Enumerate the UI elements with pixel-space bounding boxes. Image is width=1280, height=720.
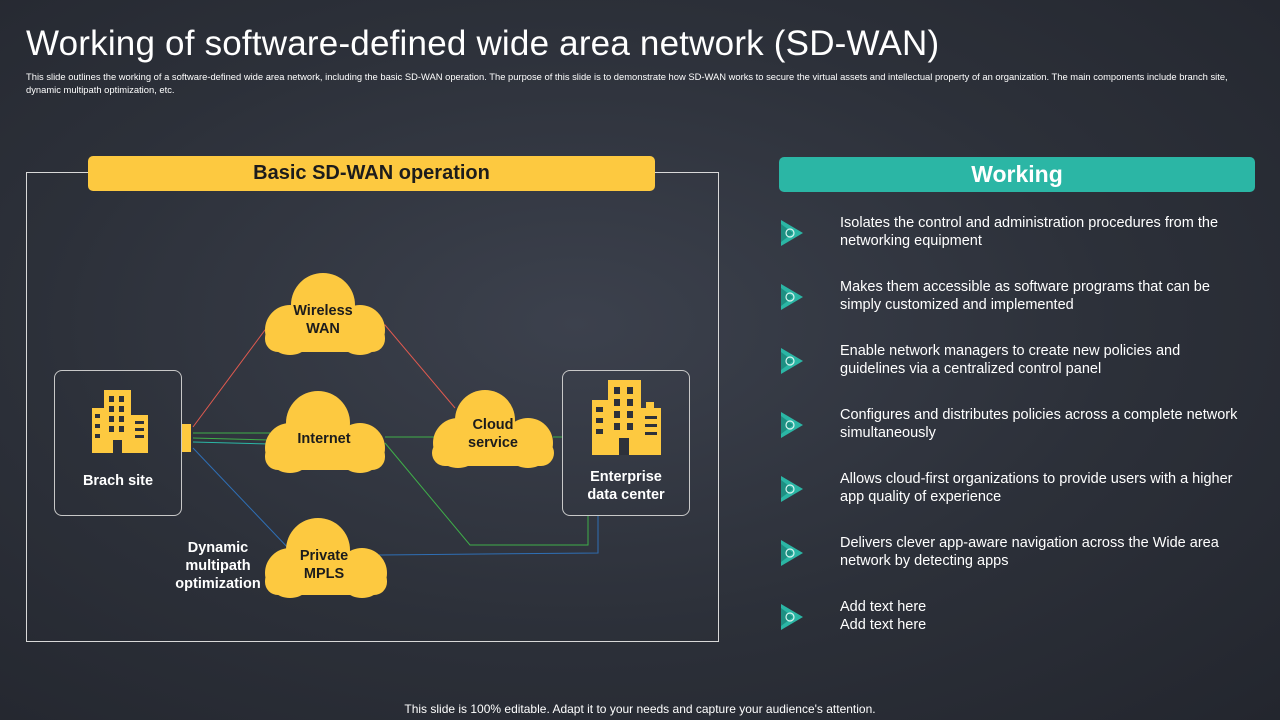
building-icon-enterprise	[592, 380, 661, 455]
cloud-service-label: Cloud service	[468, 417, 518, 451]
working-item: Add text here Add text here	[779, 598, 1255, 638]
link-internet-2	[192, 437, 271, 441]
diagram-header: Basic SD-WAN operation	[88, 156, 655, 191]
enterprise-label: Enterprise data center	[587, 469, 665, 503]
router-port-icon	[181, 424, 191, 452]
working-header: Working	[779, 157, 1255, 192]
play-arrow-icon	[781, 604, 803, 630]
working-item-text: Makes them accessible as software progra…	[840, 279, 1210, 313]
play-arrow-icon	[781, 476, 803, 502]
page-title: Working of software-defined wide area ne…	[26, 24, 940, 63]
wireless-wan-label: Wireless WAN	[293, 303, 353, 337]
working-item: Enable network managers to create new po…	[779, 342, 1255, 382]
working-item: Delivers clever app-aware navigation acr…	[779, 534, 1255, 574]
play-arrow-icon	[781, 412, 803, 438]
working-item: Makes them accessible as software progra…	[779, 278, 1255, 318]
working-item-text: Allows cloud-first organizations to prov…	[840, 471, 1233, 505]
internet-label: Internet	[297, 431, 351, 447]
private-mpls-label: Private MPLS	[299, 548, 349, 582]
page-subtitle: This slide outlines the working of a sof…	[26, 71, 1228, 95]
play-arrow-icon	[781, 220, 803, 246]
building-icon-branch	[92, 390, 148, 453]
play-arrow-icon	[781, 284, 803, 310]
play-arrow-icon	[781, 348, 803, 374]
play-arrow-icon	[781, 540, 803, 566]
working-item-text: Add text here Add text here	[840, 599, 927, 633]
optimization-label: Dynamic multipath optimization	[175, 540, 261, 592]
footer-note: This slide is 100% editable. Adapt it to…	[404, 702, 876, 716]
cloud-icon-wireless	[265, 273, 385, 355]
working-item-text: Configures and distributes policies acro…	[840, 407, 1238, 441]
cloud-icon-internet	[265, 391, 385, 473]
branch-site-label: Brach site	[82, 473, 154, 489]
working-item-text: Delivers clever app-aware navigation acr…	[840, 535, 1219, 569]
branch-site-box	[54, 370, 182, 516]
enterprise-box	[562, 370, 690, 516]
working-item: Allows cloud-first organizations to prov…	[779, 470, 1255, 510]
working-item: Isolates the control and administration …	[779, 214, 1255, 254]
working-item-text: Isolates the control and administration …	[840, 215, 1219, 249]
link-teal	[192, 441, 271, 445]
cloud-icon-service	[432, 390, 554, 468]
working-item: Configures and distributes policies acro…	[779, 406, 1255, 446]
working-item-text: Enable network managers to create new po…	[840, 343, 1181, 377]
cloud-icon-mpls	[265, 518, 387, 598]
link-internet-enterprise	[384, 442, 589, 546]
